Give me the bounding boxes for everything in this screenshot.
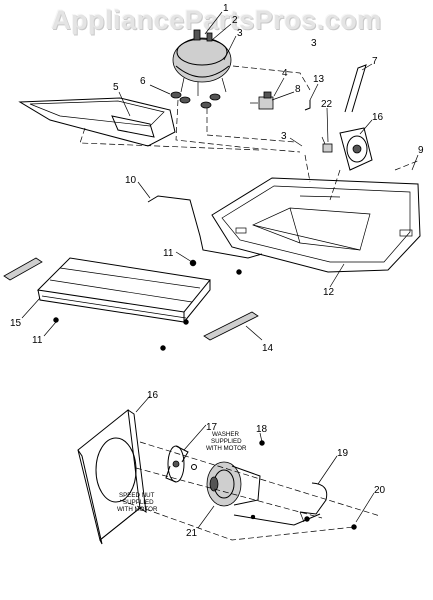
insulation-strip-left[interactable] [3,257,43,281]
screws-top[interactable] [53,259,242,351]
callout-1: 1 [223,3,229,14]
callout-14: 14 [262,343,274,354]
callout-7: 7 [372,56,378,67]
callout-15: 15 [10,318,22,329]
screws-bottom[interactable] [250,440,357,530]
drain-pan[interactable] [18,97,176,147]
clip[interactable] [304,100,311,111]
callout-16: 16 [372,112,384,123]
callout-12: 12 [323,287,335,298]
callout-16: 16 [147,390,159,401]
fan-motor[interactable] [206,461,261,507]
grommets[interactable] [170,91,221,109]
callout-8: 8 [295,84,301,95]
relay-overload[interactable] [250,91,274,110]
callout-6: 6 [140,76,146,87]
leader-lines [21,11,419,529]
callout-13: 13 [313,74,325,85]
base-plate[interactable] [211,177,421,273]
callout-4: 4 [282,68,288,79]
washer-note-line-2: SUPPLIED [211,438,242,445]
speed-nut-note-line-2: SUPPLIED [123,499,154,506]
fan-shroud[interactable] [77,409,147,545]
speed-nut-note-line-3: WITH MOTOR [117,506,158,513]
compressor[interactable] [172,29,232,96]
fan-component[interactable] [321,136,333,153]
callout-5: 5 [113,82,119,93]
condenser-coil[interactable] [36,257,211,323]
callout-17: 17 [206,422,218,433]
washer-note-line-1: WASHER [212,431,239,438]
motor-bracket[interactable] [233,482,328,526]
callout-labels: 1 2 3 3 4 5 6 7 8 13 22 16 3 9 10 11 12 … [10,3,424,539]
callout-3: 3 [237,28,243,39]
callout-22: 22 [321,99,333,110]
condenser-bracket-rod[interactable] [344,64,367,113]
callout-3: 3 [281,131,287,142]
callout-3: 3 [311,38,317,49]
callout-20: 20 [374,485,386,496]
callout-9: 9 [418,145,424,156]
callout-19: 19 [337,448,349,459]
assembly-lines-top [79,65,421,201]
callout-11: 11 [163,248,174,259]
assembly-lines-bottom [119,441,381,541]
callout-10: 10 [125,175,137,186]
condenser-tube[interactable] [147,195,263,259]
callout-2: 2 [232,15,238,26]
speed-nut-note-line-1: SPEED NUT [119,492,155,499]
washer-note-line-3: WITH MOTOR [206,445,247,452]
fan-shroud-upper[interactable] [339,127,373,171]
washer[interactable] [191,464,197,470]
fan-blade[interactable] [165,445,189,483]
callout-11: 11 [32,335,43,346]
callout-21: 21 [186,528,198,539]
insulation-strip-right[interactable] [203,311,259,341]
callout-18: 18 [256,424,268,435]
